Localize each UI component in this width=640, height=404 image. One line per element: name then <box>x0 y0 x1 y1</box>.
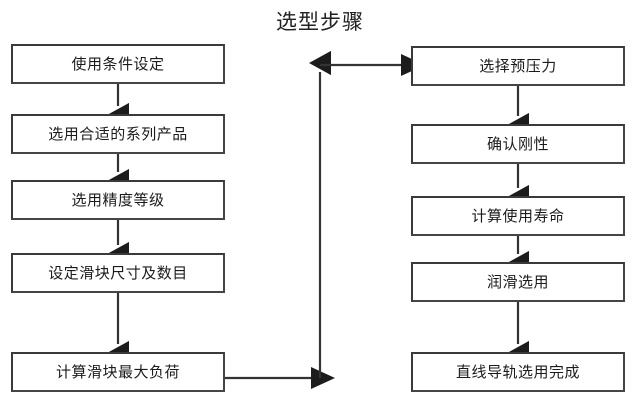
node-calculate-max-slider-load[interactable]: 计算滑块最大负荷 <box>11 352 225 392</box>
node-select-accuracy-grade[interactable]: 选用精度等级 <box>11 180 225 220</box>
page-title: 选型步骤 <box>276 10 364 34</box>
node-confirm-rigidity[interactable]: 确认刚性 <box>411 124 625 164</box>
node-calculate-service-life[interactable]: 计算使用寿命 <box>411 196 625 236</box>
node-linear-guide-selection-complete[interactable]: 直线导轨选用完成 <box>411 352 625 392</box>
node-select-preload[interactable]: 选择预压力 <box>411 46 625 86</box>
node-select-suitable-series[interactable]: 选用合适的系列产品 <box>11 114 225 154</box>
node-set-slider-size-and-count[interactable]: 设定滑块尺寸及数目 <box>11 253 225 293</box>
node-use-condition-setting[interactable]: 使用条件设定 <box>11 44 225 84</box>
node-lubrication-selection[interactable]: 润滑选用 <box>411 262 625 302</box>
